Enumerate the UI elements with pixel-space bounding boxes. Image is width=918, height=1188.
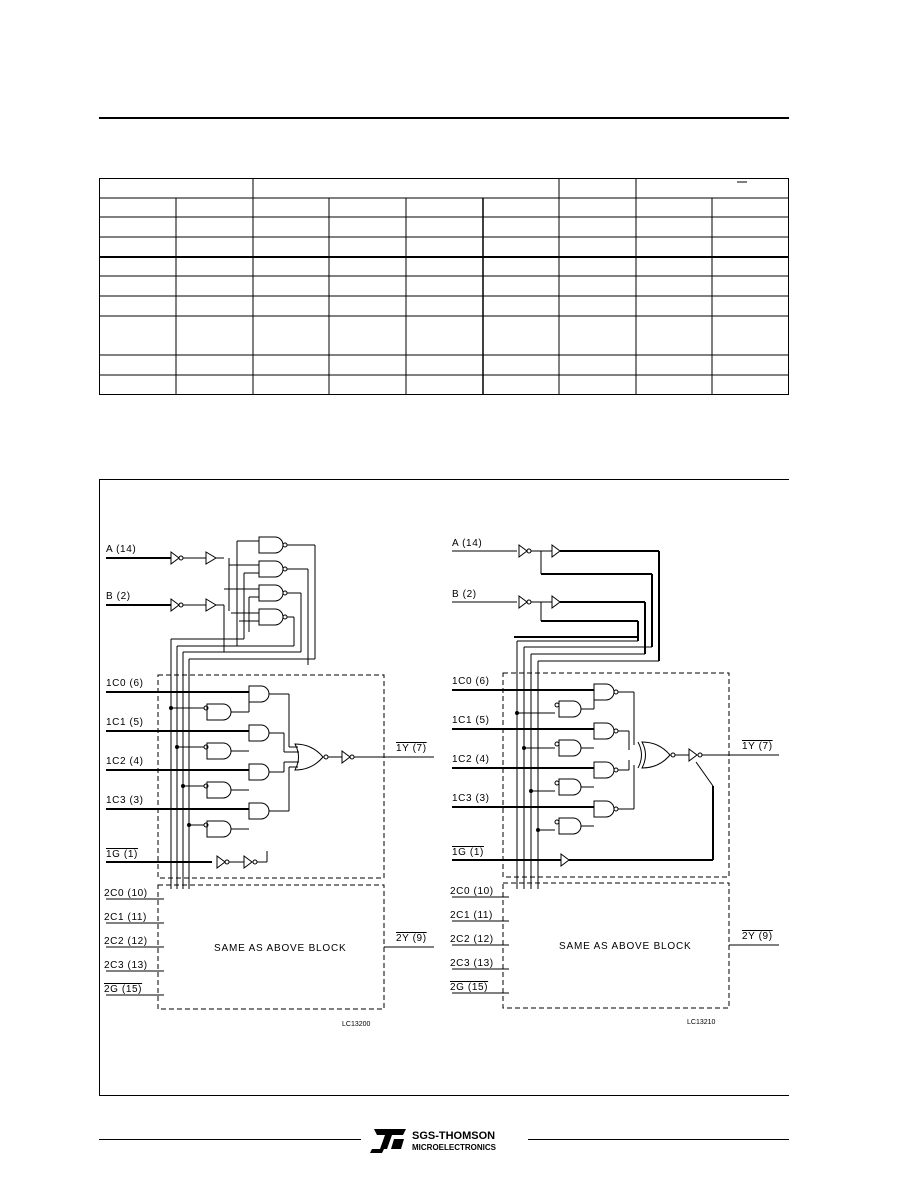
- right-diagram: [452, 544, 779, 1009]
- left-input-2c3-label: 2C3 (13): [104, 960, 148, 971]
- footer-logo: SGS-THOMSON MICROELECTRONICS: [370, 1129, 497, 1153]
- header-rule: [99, 117, 789, 119]
- right-input-2c0-label: 2C0 (10): [450, 886, 494, 897]
- left-input-b-label: B (2): [106, 591, 131, 602]
- left-input-a-label: A (14): [106, 544, 136, 555]
- right-input-2c3-label: 2C3 (13): [450, 958, 494, 969]
- right-input-2c2-label: 2C2 (12): [450, 934, 494, 945]
- left-input-1c1-label: 1C1 (5): [106, 717, 144, 728]
- right-input-1c0-label: 1C0 (6): [452, 676, 490, 687]
- brand-name: SGS-THOMSON: [412, 1130, 495, 1142]
- left-diagram: [106, 536, 434, 1010]
- st-logo-icon: [370, 1129, 406, 1153]
- logic-diagram: A (14) B (2) 1C0 (6) 1C1 (5) 1C2 (4) 1C3…: [99, 479, 789, 1096]
- right-output-1y-label: 1Y (7): [742, 741, 773, 752]
- left-input-2c1-label: 2C1 (11): [104, 912, 147, 923]
- right-input-1g-label: 1G (1): [452, 847, 484, 858]
- left-output-1y-label: 1Y (7): [396, 743, 427, 754]
- right-block-label: SAME AS ABOVE BLOCK: [559, 941, 691, 952]
- brand-subtitle: MICROELECTRONICS: [412, 1143, 497, 1152]
- left-input-1c0-label: 1C0 (6): [106, 678, 144, 689]
- left-diagram-code: LC13200: [342, 1021, 371, 1028]
- right-input-2c1-label: 2C1 (11): [450, 910, 493, 921]
- right-input-1c3-label: 1C3 (3): [452, 793, 490, 804]
- right-input-b-label: B (2): [452, 589, 477, 600]
- right-input-2g-label: 2G (15): [450, 982, 488, 993]
- footer-rule-left: [99, 1139, 361, 1140]
- left-input-2g-label: 2G (15): [104, 984, 142, 995]
- right-input-1c2-label: 1C2 (4): [452, 754, 490, 765]
- left-input-1c3-label: 1C3 (3): [106, 795, 144, 806]
- right-output-2y-label: 2Y (9): [742, 931, 773, 942]
- right-diagram-code: LC13210: [687, 1019, 716, 1026]
- left-output-2y-label: 2Y (9): [396, 933, 427, 944]
- left-input-2c0-label: 2C0 (10): [104, 888, 148, 899]
- left-input-2c2-label: 2C2 (12): [104, 936, 148, 947]
- left-input-1g-label: 1G (1): [106, 849, 138, 860]
- footer-rule-right: [528, 1139, 789, 1140]
- left-block-label: SAME AS ABOVE BLOCK: [214, 943, 346, 954]
- right-input-1c1-label: 1C1 (5): [452, 715, 490, 726]
- truth-table: [99, 178, 789, 395]
- right-input-a-label: A (14): [452, 538, 482, 549]
- left-input-1c2-label: 1C2 (4): [106, 756, 144, 767]
